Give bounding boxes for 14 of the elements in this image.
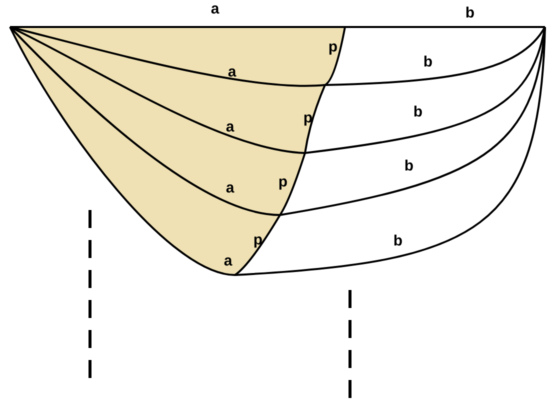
curve-label: b (404, 158, 414, 174)
curve-label: b (413, 104, 423, 120)
curve-label: a (210, 2, 220, 16)
curve-label: a (226, 180, 234, 196)
curve-label: p (328, 40, 338, 54)
curve-label: p (253, 232, 263, 248)
curve-label: a (228, 64, 236, 80)
curve-label: b (423, 54, 433, 70)
curve-label: b (393, 234, 403, 248)
curve-label: p (303, 110, 313, 126)
curve-label: b (465, 6, 475, 20)
curve-label: p (278, 174, 288, 190)
curve-label: a (224, 254, 232, 268)
curve-label: a (226, 120, 234, 134)
